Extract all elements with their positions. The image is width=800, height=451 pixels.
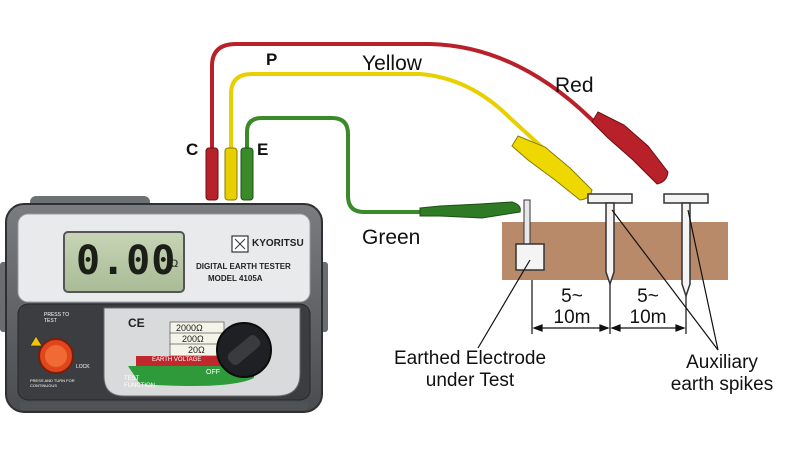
terminal-p-label: P — [266, 50, 278, 69]
earthed-electrode-box — [515, 243, 545, 271]
terminal-p-post — [224, 147, 238, 201]
model-line1: DIGITAL EARTH TESTER — [196, 262, 291, 271]
off-label: OFF — [206, 369, 220, 376]
warning-triangle-icon — [29, 335, 43, 347]
distance-1-bottom: 10m — [553, 307, 591, 328]
red-probe-clip — [591, 111, 669, 185]
terminal-c-label: C — [186, 140, 199, 159]
spikes-caption-line2: earth spikes — [670, 374, 774, 395]
press-and-turn-label: PRESS AND TURN FOR CONTINUOUS — [30, 378, 75, 388]
electrode-caption-line1: Earthed Electrode — [393, 348, 547, 369]
distance-2-top: 5~ — [637, 286, 659, 307]
lcd-display — [63, 231, 185, 293]
green-probe-clip — [419, 201, 521, 219]
electrode-caption: Earthed Electrode under Test — [370, 348, 570, 392]
distance-label-1: 5~ 10m — [540, 286, 604, 328]
green-lead-label: Green — [362, 226, 421, 249]
auxiliary-spike-potential — [587, 193, 633, 287]
green-lead-wire — [245, 116, 430, 214]
press-to-test-label: PRESS TO TEST — [44, 312, 70, 324]
electrode-caption-line2: under Test — [425, 370, 515, 391]
earth-voltage-band — [136, 356, 254, 366]
earthed-electrode-rod — [523, 199, 531, 247]
spikes-caption-line1: Auxiliary — [686, 352, 758, 373]
range-2000-label: 2000Ω — [176, 323, 203, 333]
red-lead-label: Red — [555, 74, 594, 97]
model-line2: MODEL 4105A — [208, 274, 263, 283]
lock-label: LOCK — [76, 364, 90, 370]
distance-2-bottom: 10m — [629, 307, 667, 328]
terminal-e-post — [240, 147, 254, 201]
dimension-lines — [477, 209, 719, 351]
lcd-reading: 0.00 — [76, 238, 177, 284]
auxiliary-spike-current — [663, 193, 709, 299]
yellow-lead-wire — [229, 72, 547, 152]
range-20-label: 20Ω — [188, 345, 205, 355]
distance-label-2: 5~ 10m — [616, 286, 680, 328]
lcd-unit: Ω — [170, 258, 179, 270]
terminal-e-label: E — [257, 140, 269, 159]
spikes-caption: Auxiliary earth spikes — [652, 352, 792, 396]
yellow-probe-clip — [511, 135, 593, 201]
range-200-label: 200Ω — [182, 334, 204, 344]
earth-voltage-label: EARTH VOLTAGE — [152, 357, 202, 363]
yellow-lead-label: Yellow — [362, 52, 422, 75]
red-lead-wire — [210, 42, 627, 152]
terminal-c-post — [205, 147, 219, 201]
test-function-label: TEST FUNCTION — [124, 376, 155, 389]
earth-tester-device — [0, 147, 328, 413]
distance-1-top: 5~ — [561, 286, 583, 307]
brand-name: KYORITSU — [252, 238, 304, 249]
ce-mark: CE — [128, 316, 145, 330]
